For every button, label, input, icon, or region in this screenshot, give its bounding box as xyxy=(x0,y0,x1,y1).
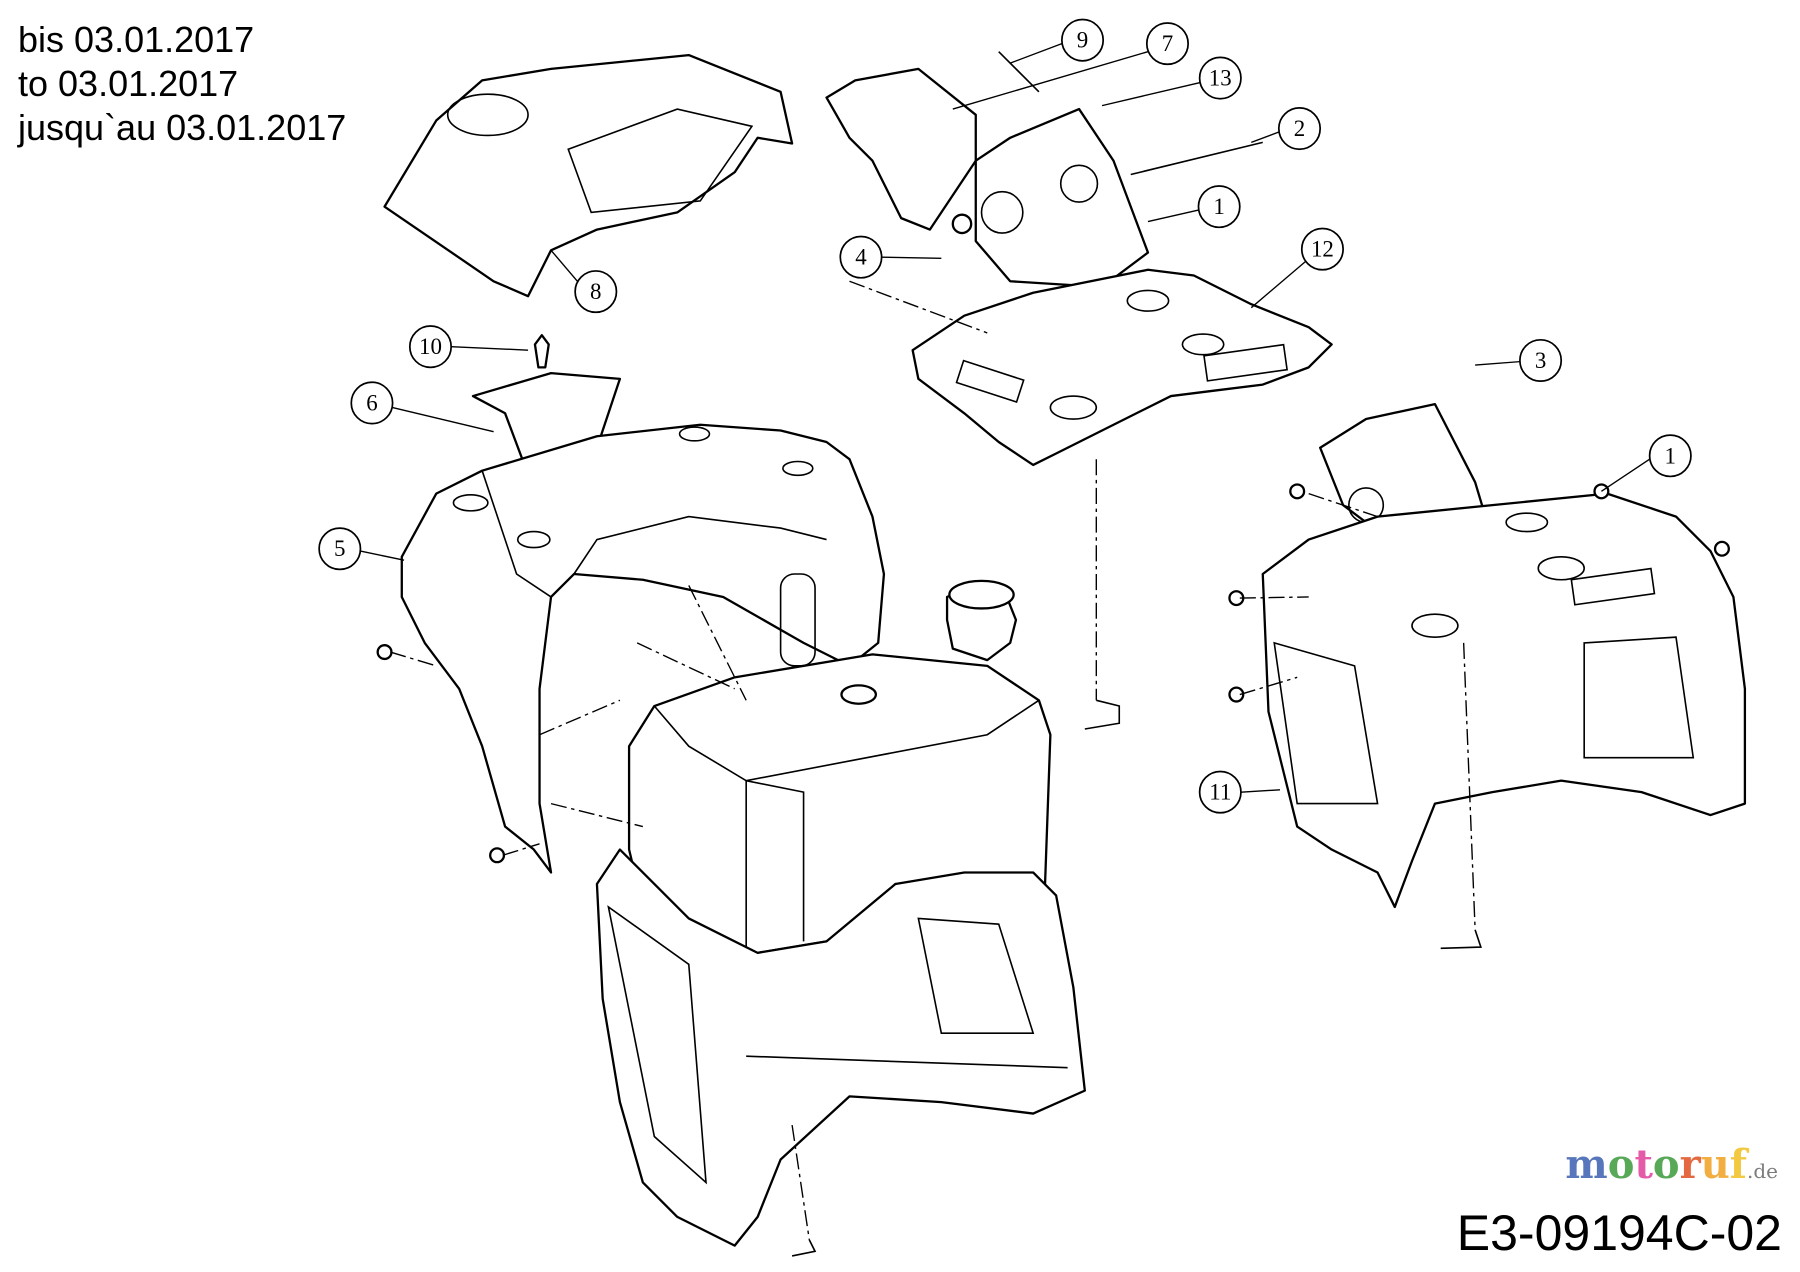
callout-label: 8 xyxy=(590,279,601,304)
callout-label: 2 xyxy=(1294,116,1305,141)
callout-10: 10 xyxy=(408,325,529,369)
callout-6: 6 xyxy=(350,381,494,433)
callout-label: 12 xyxy=(1311,237,1334,262)
validity-note: bis 03.01.2017 to 03.01.2017 jusqu`au 03… xyxy=(18,18,346,150)
callout-1: 1 xyxy=(1147,185,1241,229)
watermark-text: motoruf xyxy=(1565,1141,1747,1188)
callout-7: 7 xyxy=(952,22,1189,110)
part-8-dash-cover xyxy=(383,53,794,298)
callout-label: 10 xyxy=(419,334,442,359)
callout-12: 12 xyxy=(1250,227,1344,309)
callout-13: 13 xyxy=(1101,56,1242,107)
callout-4: 4 xyxy=(839,235,942,279)
callout-label: 9 xyxy=(1077,28,1088,53)
callout-3: 3 xyxy=(1475,338,1563,383)
part-12-plate xyxy=(911,268,1333,730)
validity-en: to 03.01.2017 xyxy=(18,63,239,104)
callout-label: 11 xyxy=(1209,780,1231,805)
callout-9: 9 xyxy=(1009,18,1105,64)
watermark-letter: m xyxy=(1565,1141,1608,1188)
assembly-lines xyxy=(390,280,1378,856)
callout-label: 3 xyxy=(1535,348,1546,373)
watermark-letter: r xyxy=(1679,1141,1701,1188)
callout-5: 5 xyxy=(318,527,405,571)
callout-8: 8 xyxy=(550,249,618,314)
watermark-letter: u xyxy=(1700,1141,1730,1188)
callout-label: 6 xyxy=(366,390,377,415)
callout-label: 13 xyxy=(1209,66,1232,91)
validity-de: bis 03.01.2017 xyxy=(18,19,255,60)
callout-label: 4 xyxy=(855,245,867,270)
callout-label: 1 xyxy=(1665,443,1676,468)
callout-2: 2 xyxy=(1251,107,1322,151)
callout-label: 5 xyxy=(334,536,345,561)
callout-label: 1 xyxy=(1213,194,1224,219)
callout-label: 7 xyxy=(1162,31,1173,56)
callout-11: 11 xyxy=(1198,770,1281,814)
watermark-letter: o xyxy=(1607,1141,1635,1188)
lower-frame-front xyxy=(595,848,1086,1257)
part-7-13-bracket xyxy=(825,51,1263,289)
part-11-assembly xyxy=(1228,402,1747,950)
watermark-letter: o xyxy=(1652,1141,1680,1188)
callout-1b: 1 xyxy=(1601,434,1692,492)
watermark-logo: motoruf.de xyxy=(1565,1142,1778,1194)
drawing-number: E3-09194C-02 xyxy=(1456,1205,1782,1261)
validity-fr: jusqu`au 03.01.2017 xyxy=(18,107,347,148)
watermark-letter: f xyxy=(1729,1141,1747,1188)
watermark-letter: t xyxy=(1634,1141,1653,1188)
watermark-suffix: .de xyxy=(1747,1159,1778,1183)
